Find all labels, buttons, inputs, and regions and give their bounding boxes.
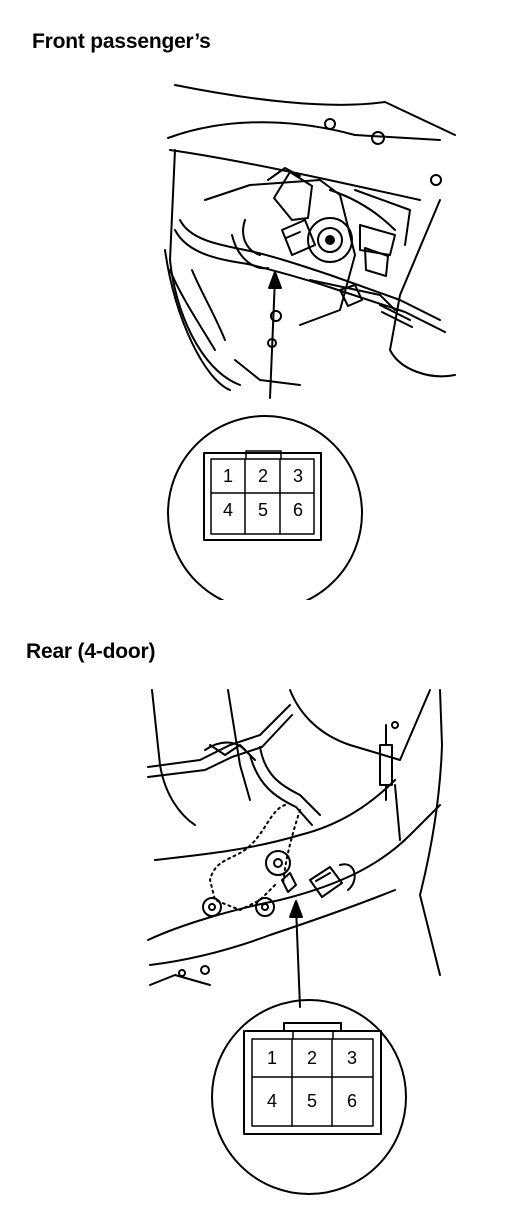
front-pin-6: 6 (293, 500, 303, 520)
rear-pin-5: 5 (307, 1091, 317, 1111)
front-door-illustration: 1 2 3 4 5 6 (164, 84, 456, 600)
front-pin-4: 4 (223, 500, 233, 520)
front-window-motor (267, 167, 389, 277)
rear-pin-1: 1 (267, 1048, 277, 1068)
rear-grommets (202, 850, 291, 917)
rear-dotted-harness-route (209, 804, 301, 911)
front-pin-3: 3 (293, 466, 303, 486)
front-wire-harness (169, 219, 446, 351)
front-connector-callout (167, 415, 363, 600)
rear-pin-3: 3 (347, 1048, 357, 1068)
front-door-frame (164, 84, 456, 391)
rear-connector-pointer-arrow (289, 900, 303, 1008)
front-pin-5: 5 (258, 500, 268, 520)
rear-wire-harness (147, 704, 393, 826)
front-window-regulator (204, 179, 411, 386)
rear-pin-6: 6 (347, 1091, 357, 1111)
front-pin-2: 2 (258, 466, 268, 486)
front-connector-pointer-arrow (268, 271, 282, 399)
rear-connector-callout (211, 999, 407, 1195)
front-pin-1: 1 (223, 466, 233, 486)
rear-door-frame (147, 689, 443, 986)
rear-pin-2: 2 (307, 1048, 317, 1068)
rear-door-heading: Rear (4-door) (26, 640, 156, 663)
rear-door-illustration: 1 2 3 4 5 6 (147, 689, 443, 1195)
front-passenger-heading: Front passenger’s (32, 30, 211, 53)
rear-pin-4: 4 (267, 1091, 277, 1111)
rear-window-motor-connector (281, 863, 356, 898)
